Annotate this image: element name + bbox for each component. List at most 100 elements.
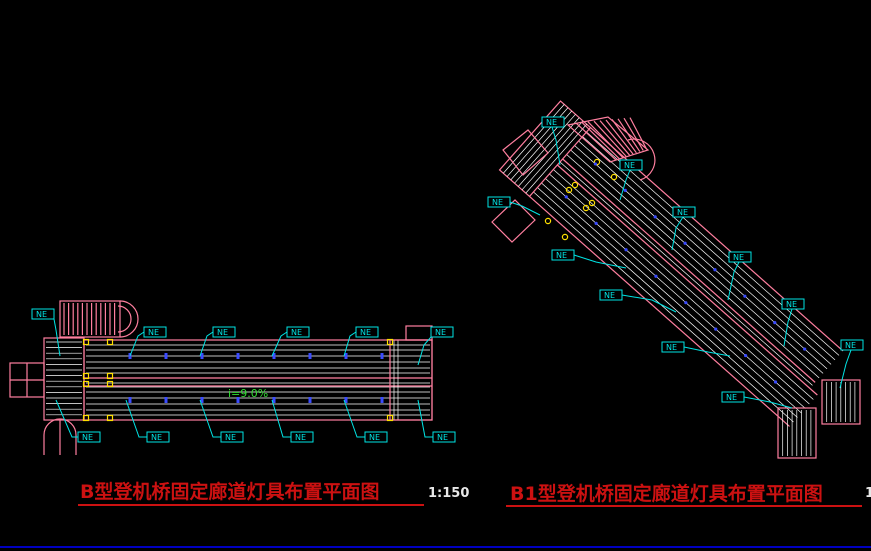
light-fixtures-b1: [564, 162, 807, 384]
column-marker: [386, 414, 394, 422]
svg-text:NE: NE: [546, 118, 557, 127]
light-fixture: [164, 397, 168, 403]
ne-tag: NE: [125, 399, 170, 443]
svg-text:NE: NE: [217, 328, 228, 337]
ne-tag: NE: [271, 399, 314, 443]
light-fixture: [164, 353, 168, 359]
entry-left: [9, 362, 45, 398]
column-marker: [593, 158, 601, 166]
ne-tag: NE: [781, 298, 805, 347]
end-right-ramp: [821, 379, 861, 425]
drawing-b1-scale: 1: [865, 486, 871, 501]
light-fixture: [623, 188, 627, 192]
rotunda-upper: [502, 129, 549, 176]
ne-tag: NE: [417, 399, 456, 443]
ne-tag: NE: [417, 326, 454, 366]
light-fixture: [683, 241, 687, 245]
svg-text:NE: NE: [677, 208, 688, 217]
column-marker: [82, 372, 90, 380]
light-fixture: [200, 397, 204, 403]
ne-tag: NE: [487, 196, 541, 216]
svg-text:NE: NE: [492, 198, 503, 207]
light-fixture: [624, 248, 628, 252]
column-marker: [106, 338, 114, 346]
ne-tag: NE: [727, 251, 752, 301]
stair-top-left: [59, 300, 139, 338]
ne-tag: NE: [619, 159, 643, 201]
column-marker: [571, 181, 579, 189]
svg-text:NE: NE: [369, 433, 380, 442]
corridor-outline: [83, 339, 433, 421]
svg-text:NE: NE: [295, 433, 306, 442]
drawing-b-scale: 1:150: [428, 486, 469, 501]
ne-tag: NE: [199, 326, 236, 357]
ne-tag: NE: [31, 308, 61, 357]
svg-text:NE: NE: [624, 161, 635, 170]
light-fixture: [654, 274, 658, 278]
svg-text:NE: NE: [36, 310, 47, 319]
light-fixture: [380, 397, 384, 403]
ne-tag: NE: [551, 249, 627, 269]
ne-tag: NE: [199, 399, 244, 443]
svg-text:NE: NE: [666, 343, 677, 352]
column-marker: [588, 199, 596, 207]
end-down-ramp: [777, 407, 817, 459]
light-fixture: [128, 397, 132, 403]
light-fixture: [773, 321, 777, 325]
corridor-end-cap: [43, 337, 85, 421]
light-fixture: [308, 353, 312, 359]
column-marker: [82, 414, 90, 422]
light-fixture: [594, 221, 598, 225]
light-fixture: [200, 353, 204, 359]
light-fixture: [713, 268, 717, 272]
column-marker: [561, 233, 569, 241]
equipment-box: [405, 325, 433, 341]
ne-tag: NE: [721, 391, 793, 409]
light-fixture: [380, 353, 384, 359]
svg-text:NE: NE: [225, 433, 236, 442]
ne-tag: NE: [343, 399, 388, 443]
light-fixture: [272, 397, 276, 403]
light-fixture: [593, 162, 597, 166]
ne-tag: NE: [671, 206, 696, 251]
light-fixture: [714, 327, 718, 331]
light-fixture: [773, 380, 778, 384]
svg-text:NE: NE: [556, 251, 567, 260]
rotunda-bottom-left: [43, 418, 77, 455]
ne-tags-b1: NE NE NE NE NE NE NE NE NE NE NE: [487, 116, 864, 409]
slope-label: i=9.0%: [228, 387, 268, 400]
svg-text:NE: NE: [435, 328, 446, 337]
light-fixture: [803, 347, 807, 351]
svg-text:NE: NE: [148, 328, 159, 337]
column-marker: [386, 338, 394, 346]
svg-text:NE: NE: [360, 328, 371, 337]
column-marker: [106, 414, 114, 422]
svg-text:NE: NE: [151, 433, 162, 442]
ne-tag: NE: [271, 326, 310, 357]
light-fixture: [744, 353, 748, 358]
light-fixture: [564, 195, 568, 199]
svg-text:NE: NE: [733, 253, 744, 262]
light-fixture: [743, 294, 747, 298]
column-marker: [106, 380, 114, 388]
column-marker: [544, 217, 552, 225]
light-fixture: [344, 397, 348, 403]
light-fixture: [272, 353, 276, 359]
light-fixture: [236, 397, 240, 403]
ne-tag: NE: [599, 289, 677, 313]
light-fixture: [308, 397, 312, 403]
column-markers-b1: [544, 158, 618, 241]
ne-tag: NE: [541, 116, 565, 166]
corridor-right-end: [389, 339, 433, 421]
ne-tag: NE: [343, 326, 379, 357]
svg-text:NE: NE: [604, 291, 615, 300]
ne-tag: NE: [129, 326, 167, 357]
svg-text:NE: NE: [786, 300, 797, 309]
svg-text:NE: NE: [726, 393, 737, 402]
column-marker: [565, 186, 573, 194]
svg-text:NE: NE: [845, 341, 856, 350]
column-marker: [82, 380, 90, 388]
